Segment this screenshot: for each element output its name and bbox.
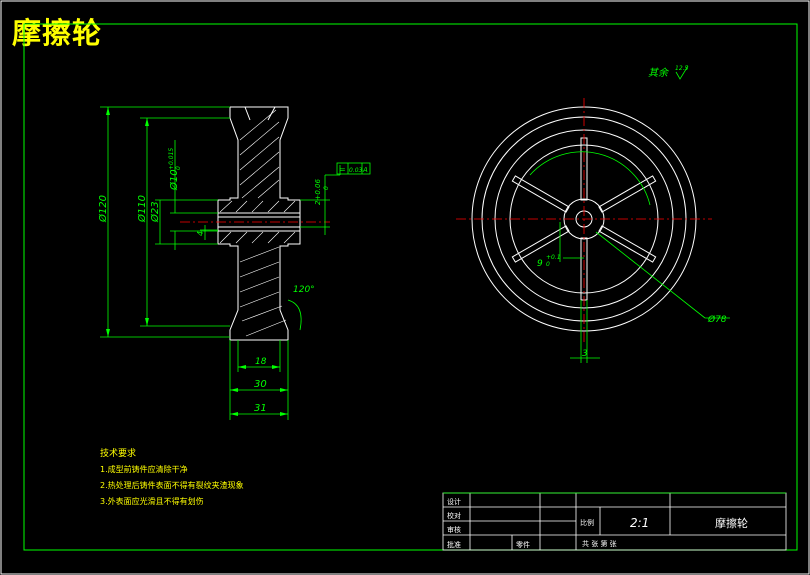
dim-key-depth: 2+0.06 (314, 179, 322, 205)
front-dimensions (529, 151, 730, 363)
front-centerlines (456, 98, 712, 342)
tech-item-1: 1.成型前铸件应清除干净 (100, 464, 188, 474)
gdt-datum: A (362, 166, 368, 174)
tb-row-design: 设计 (447, 497, 461, 506)
roughness-value: 12.5 (675, 65, 689, 72)
dim-31: 31 (254, 403, 267, 414)
drawing-title: 摩擦轮 (12, 16, 103, 50)
dim-d10-tol2: 0 (175, 166, 182, 170)
dim-9: 9 (537, 259, 543, 269)
dim-d110: Ø110 (136, 195, 148, 223)
tb-row-review: 审核 (447, 525, 461, 534)
gdt-value: 0.03 (349, 167, 363, 174)
dim-9-tol2: 0 (546, 261, 550, 268)
tb-scale: 2:1 (630, 516, 649, 530)
tech-heading: 技术要求 (100, 447, 136, 459)
gdt-symbol: = (339, 165, 346, 174)
dim-angle-120: 120° (293, 285, 315, 295)
section-dim-arrows (106, 107, 288, 416)
inner-border (23, 23, 798, 551)
tb-sheet: 共 张 第 张 (582, 539, 617, 548)
tb-part-label: 零件 (516, 540, 530, 549)
dim-30: 30 (254, 379, 267, 390)
tb-name: 摩擦轮 (715, 516, 748, 530)
section-view (217, 106, 301, 341)
dim-d120: Ø120 (97, 195, 109, 223)
dim-d10: Ø10 (168, 169, 180, 191)
dim-key-depth-tol: 0 (323, 186, 330, 190)
tech-item-2: 2.热处理后铸件表面不得有裂纹夹渣现象 (100, 480, 244, 490)
dim-3: 3 (582, 349, 588, 359)
dim-9-tol: +0.1 (546, 254, 561, 261)
title-block (442, 492, 787, 551)
dim-d78: Ø78 (707, 314, 727, 325)
dim-d10-tol: +0.015 (168, 148, 175, 170)
dim-18: 18 (255, 357, 267, 367)
section-dimensions (100, 106, 371, 420)
tech-item-3: 3.外表面应光滑且不得有划伤 (100, 496, 204, 506)
dim-d23: Ø23 (149, 201, 161, 223)
roughness-prefix: 其余 (648, 67, 670, 79)
tb-row-approve: 批准 (447, 540, 461, 549)
tb-scale-label: 比例 (580, 518, 594, 527)
roughness-symbol (675, 65, 689, 80)
dim-4: 4 (196, 231, 205, 236)
tb-row-check: 校对 (447, 511, 461, 520)
section-hatch (219, 109, 296, 337)
